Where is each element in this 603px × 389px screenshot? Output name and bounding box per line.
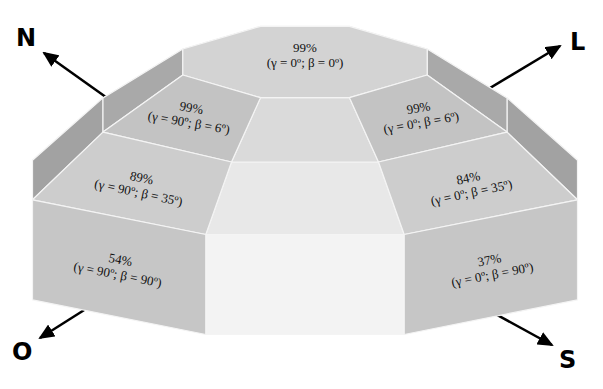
- roof-face: [206, 162, 404, 235]
- compass-letter: S: [559, 348, 576, 372]
- compass-letter: O: [12, 340, 32, 364]
- face-label: 99%(γ = 0º; β = 0º): [267, 41, 344, 71]
- compass-letter: N: [16, 26, 36, 50]
- compass-letter: L: [570, 30, 585, 54]
- orientation-angles: (γ = 0º; β = 0º): [267, 56, 344, 71]
- percentage: 99%: [267, 41, 344, 56]
- wall-face: [206, 235, 404, 335]
- wall-face: 54%(γ = 90º; β = 90º): [31, 198, 207, 336]
- face-shape: [404, 200, 577, 335]
- wall-face: 37%(γ = 0º; β = 90º): [403, 198, 579, 336]
- compass-arrow: [44, 53, 110, 100]
- face-shape: [33, 200, 206, 335]
